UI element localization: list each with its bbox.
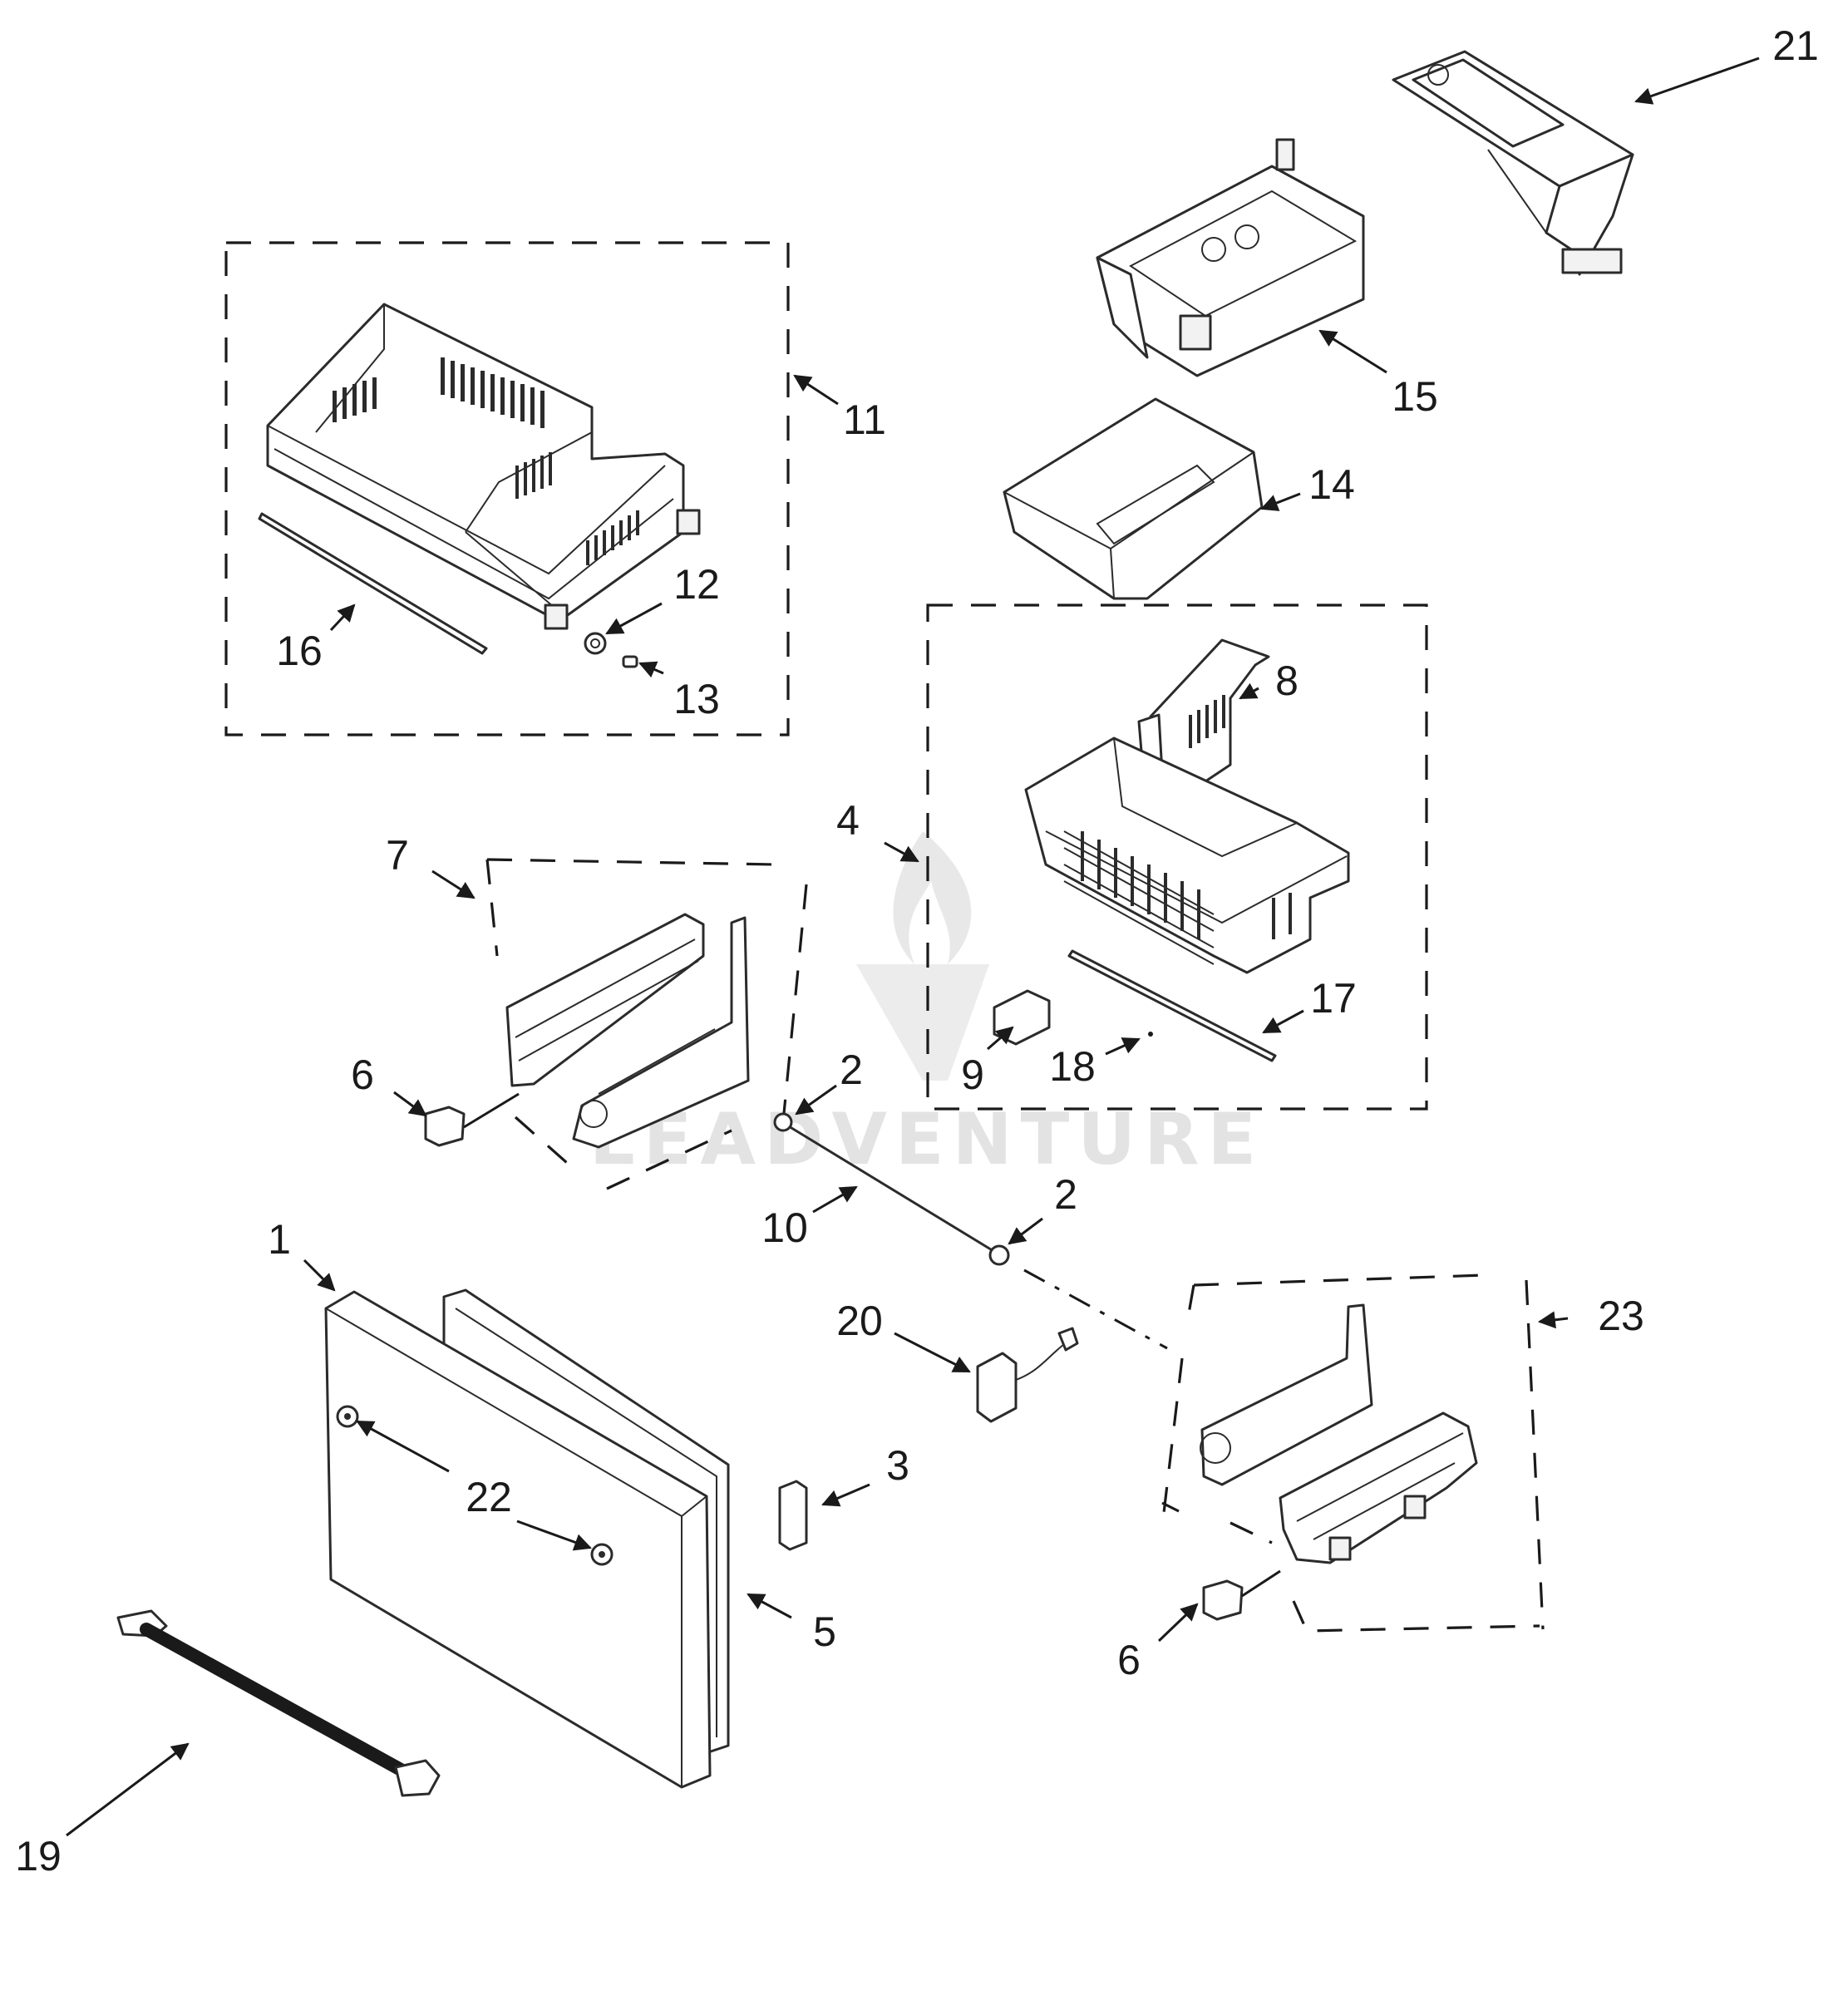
leader-6b-ext <box>1241 1569 1281 1598</box>
group-7-boundary-bottom-left <box>514 1116 575 1170</box>
callout-9: 9 <box>961 1052 984 1098</box>
screw-13 <box>622 655 638 668</box>
callout-5: 5 <box>813 1608 836 1655</box>
leader-12 <box>605 602 663 635</box>
leader-22b <box>516 1520 592 1551</box>
group-7-boundary-top <box>486 858 776 866</box>
callout-labels: 21 15 14 11 12 13 16 8 4 7 17 18 9 6 2 1… <box>15 22 1819 1879</box>
group-23-boundary-left <box>1162 1357 1184 1514</box>
leader-6a-ext <box>463 1092 520 1129</box>
leader-15 <box>1318 329 1387 374</box>
watermark: LEADVENTURE <box>589 831 1264 1181</box>
callout-14: 14 <box>1308 461 1355 508</box>
leader-21 <box>1634 57 1760 105</box>
slide-rail-assembly-left <box>505 913 750 1149</box>
drawer-slide-rail-16 <box>258 512 488 655</box>
callout-6a: 6 <box>351 1052 374 1098</box>
ice-bin-14 <box>1003 397 1264 600</box>
rail-17 <box>1067 949 1277 1062</box>
leader-23 <box>1537 1311 1569 1329</box>
leader-10 <box>812 1185 858 1214</box>
callout-6b: 6 <box>1117 1637 1141 1683</box>
leader-14 <box>1260 492 1301 511</box>
group-23-boundary-bottom <box>1292 1600 1540 1633</box>
freezer-basket-lower <box>1024 736 1350 974</box>
ice-chute-21 <box>1392 50 1634 276</box>
leader-6b <box>1157 1603 1199 1643</box>
callout-15: 15 <box>1392 373 1438 420</box>
axle-rod-10 <box>773 1112 1010 1266</box>
leader-5 <box>747 1593 792 1619</box>
callout-21: 21 <box>1772 22 1819 69</box>
freezer-basket-upper <box>266 303 701 630</box>
roller-12 <box>584 632 607 655</box>
group-23-boundary-right <box>1525 1279 1545 1630</box>
leader-20 <box>894 1332 971 1373</box>
ice-maker-15 <box>1096 138 1365 377</box>
group-23-boundary-inner <box>1230 1521 1273 1544</box>
leader-9 <box>987 1026 1014 1051</box>
callout-8: 8 <box>1275 658 1299 704</box>
group-7-boundary-bottom <box>606 1129 732 1190</box>
alignment-line <box>1023 1268 1168 1350</box>
leader-4 <box>884 841 919 863</box>
leader-16 <box>329 603 356 632</box>
leader-6a <box>393 1091 427 1117</box>
leader-3 <box>821 1483 870 1507</box>
watermark-flame-icon <box>893 831 972 964</box>
callout-18: 18 <box>1049 1043 1096 1090</box>
sensor-harness-20 <box>976 1327 1079 1423</box>
leader-18 <box>1105 1037 1141 1056</box>
stop-6-left <box>424 1106 466 1147</box>
callout-1: 1 <box>268 1216 291 1263</box>
leader-2a <box>795 1084 837 1116</box>
group-4-boundary <box>926 603 1428 1111</box>
stop-6-right <box>1202 1579 1244 1621</box>
callout-22: 22 <box>466 1474 512 1520</box>
group-23-boundary-left-corner <box>1161 1501 1180 1513</box>
watermark-v-logo-icon <box>856 964 989 1081</box>
door-screw-22a <box>336 1405 359 1428</box>
leader-22a <box>356 1420 450 1473</box>
leader-19 <box>66 1742 190 1837</box>
callout-10: 10 <box>761 1204 808 1251</box>
door-screw-22b <box>590 1543 614 1566</box>
leader-17 <box>1262 1009 1304 1034</box>
slide-rail-assembly-right <box>1200 1303 1478 1564</box>
door-panel-1 <box>324 1290 712 1789</box>
callout-3: 3 <box>886 1442 909 1489</box>
callout-20: 20 <box>836 1298 883 1344</box>
group-23-boundary-top <box>1193 1273 1486 1287</box>
callout-4: 4 <box>836 797 860 844</box>
group-23-boundary-left-top <box>1187 1284 1195 1314</box>
callout-16: 16 <box>276 628 323 674</box>
leader-lines <box>66 57 1760 1837</box>
leader-8 <box>1239 682 1259 700</box>
callout-17: 17 <box>1310 975 1357 1022</box>
pin-18 <box>1148 1032 1153 1037</box>
leader-11 <box>793 374 839 406</box>
callout-12: 12 <box>673 561 720 608</box>
leader-13 <box>638 661 664 678</box>
callout-13: 13 <box>673 676 720 722</box>
callout-2b: 2 <box>1054 1171 1077 1218</box>
clip-3 <box>778 1480 808 1551</box>
callout-11: 11 <box>843 397 886 443</box>
leader-1 <box>303 1259 336 1292</box>
door-handle-19 <box>116 1609 441 1797</box>
group-7-boundary-left <box>485 859 499 957</box>
callout-2a: 2 <box>840 1047 863 1093</box>
callout-19: 19 <box>15 1833 62 1879</box>
group-11-boundary <box>224 241 790 736</box>
callout-23: 23 <box>1598 1293 1644 1339</box>
leader-2b <box>1008 1217 1043 1245</box>
callout-7: 7 <box>386 832 409 879</box>
leader-7 <box>431 869 476 899</box>
watermark-text: LEADVENTURE <box>589 1098 1264 1181</box>
